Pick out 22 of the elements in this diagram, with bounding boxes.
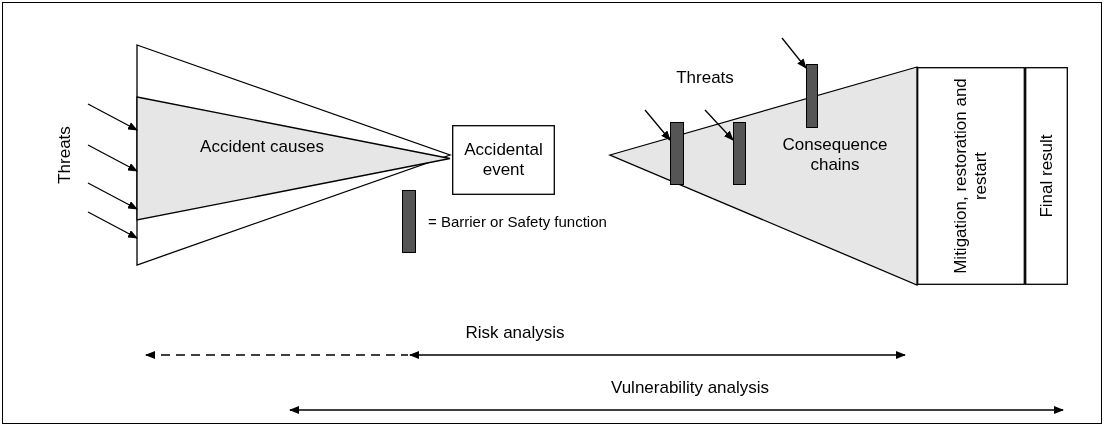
analysis-label: Risk analysis <box>464 323 566 343</box>
arrow <box>87 211 138 239</box>
node-label: Accidental event <box>463 140 544 180</box>
node-label: Consequence chains <box>781 135 889 175</box>
trapezoid-shape <box>610 67 917 285</box>
node-label: Accident causes <box>199 137 325 157</box>
threats-label: Threats <box>55 125 75 186</box>
analysis-label: Vulnerability analysis <box>609 378 771 398</box>
node-label: Final result <box>1035 133 1057 220</box>
node-label: Mitigation, restoration and restart <box>950 77 991 276</box>
legend-text: = Barrier or Safety function <box>428 212 607 232</box>
stage-box <box>1025 67 1068 285</box>
arrow <box>87 103 138 131</box>
threats-label: Threats <box>675 68 735 88</box>
arrow <box>704 109 734 141</box>
arrow <box>781 37 807 69</box>
arrow <box>87 144 138 172</box>
stage-box <box>917 67 1025 285</box>
arrow <box>87 182 138 210</box>
event-box <box>452 125 555 195</box>
barrier-bar <box>806 64 818 128</box>
arrow <box>644 109 671 141</box>
